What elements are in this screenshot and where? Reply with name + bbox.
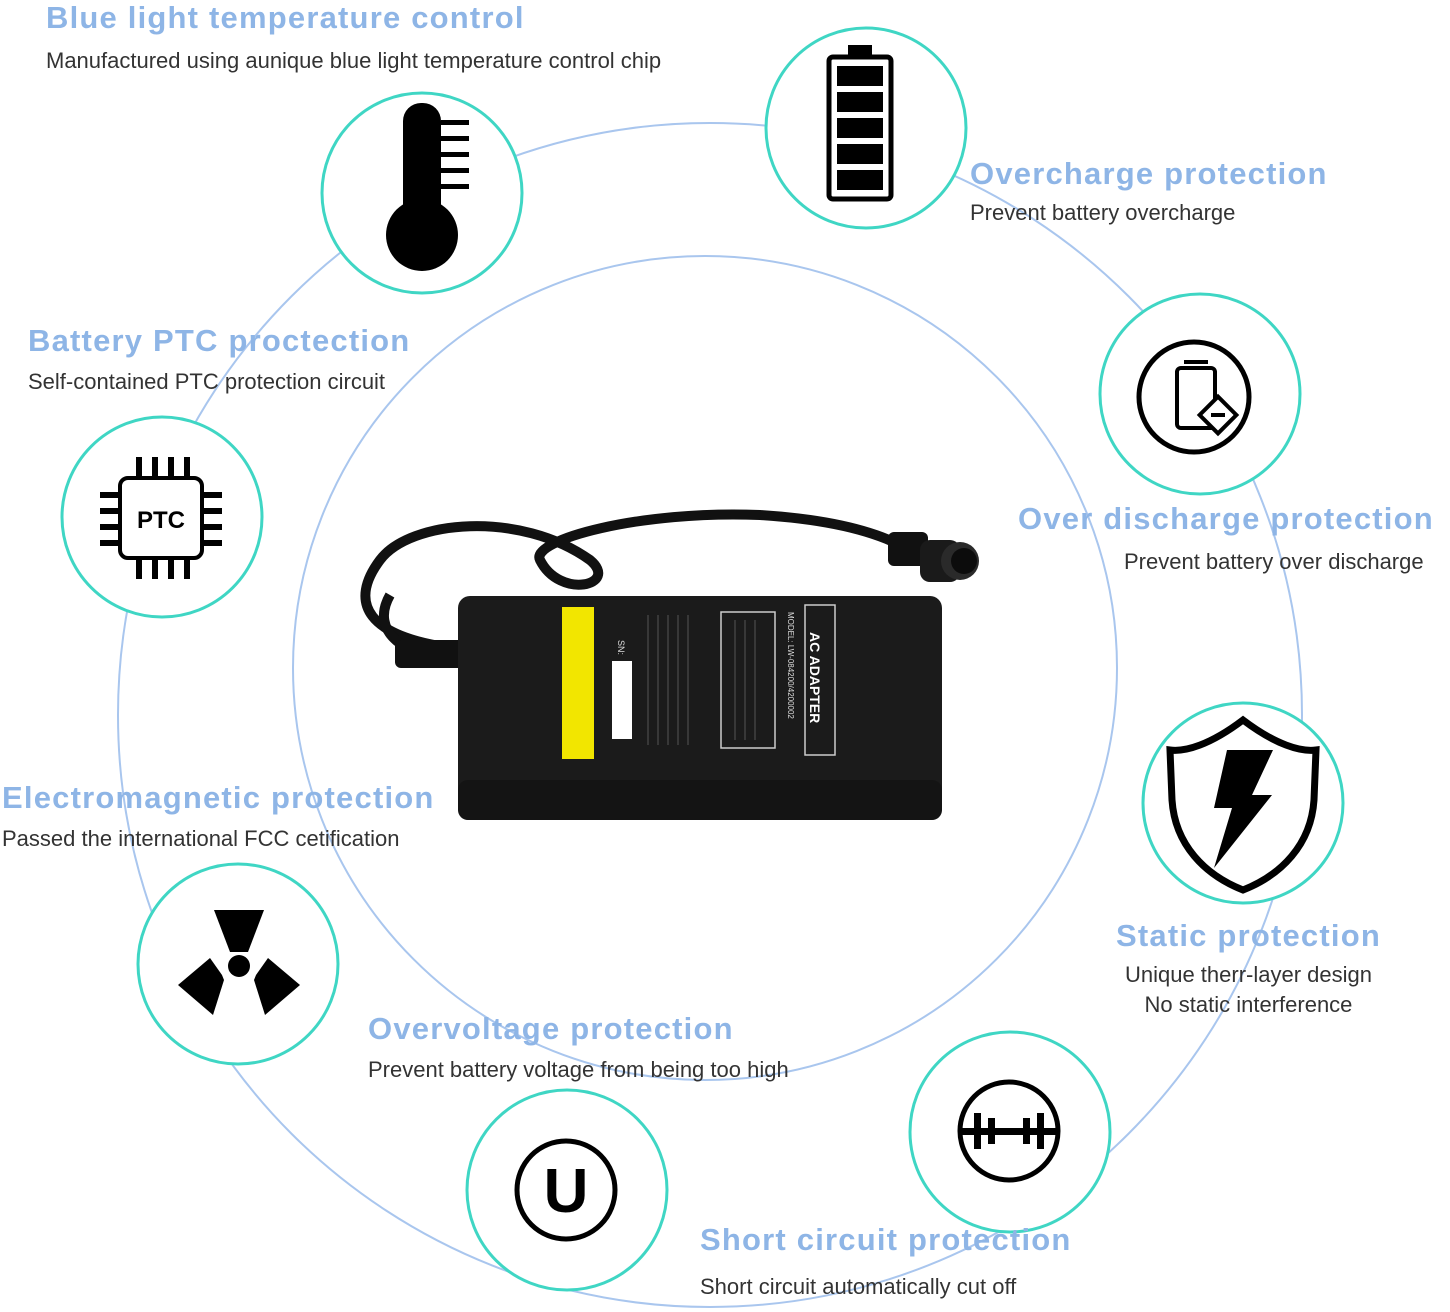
ptc-chip-icon: PTC (100, 457, 222, 579)
feature-overcharge: Overcharge protection Prevent battery ov… (970, 156, 1328, 228)
feature-description: Prevent battery voltage from being too h… (368, 1057, 789, 1082)
feature-short-circuit: Short circuit protection Short circuit a… (700, 1222, 1072, 1302)
feature-title: Overcharge protection (970, 156, 1328, 191)
feature-title: Overvoltage protection (368, 1011, 734, 1046)
u-circle-icon: U (514, 1138, 618, 1242)
ac-adapter-image: AC ADAPTER MODEL: LW-084200/4200002 SN: (360, 509, 979, 820)
inner-orbit (292, 255, 1118, 1081)
adapter-model: MODEL: LW-084200/4200002 (786, 612, 795, 719)
chip-label: PTC (137, 507, 185, 534)
thermometer-icon (386, 103, 469, 271)
feature-title: Short circuit protection (700, 1222, 1072, 1257)
svg-text:U: U (544, 1157, 589, 1226)
feature-title: Electromagnetic protection (2, 780, 435, 815)
shield-lightning-icon (1166, 715, 1320, 894)
feature-description-line-2: No static interference (1144, 992, 1353, 1017)
battery-discharge-ring (1098, 292, 1302, 496)
feature-battery-ptc: Battery PTC proctection Self-contained P… (28, 323, 410, 397)
feature-title: Over discharge protection (1018, 501, 1434, 536)
outer-orbit (117, 122, 1303, 1308)
feature-description: Prevent battery over discharge (1124, 549, 1424, 574)
feature-description: Passed the international FCC cetificatio… (2, 826, 400, 851)
feature-description: Self-contained PTC protection circuit (28, 369, 386, 394)
feature-description: Short circuit automatically cut off (700, 1274, 1017, 1299)
feature-over-discharge: Over discharge protection Prevent batter… (1018, 501, 1434, 577)
adapter-sn-label: SN: (616, 640, 626, 655)
feature-title: Static protection (1116, 918, 1381, 953)
feature-electromagnetic: Electromagnetic protection Passed the in… (2, 780, 435, 854)
feature-overvoltage: Overvoltage protection Prevent battery v… (368, 1011, 789, 1085)
feature-title: Blue light temperature control (46, 0, 525, 35)
radiation-icon (178, 910, 300, 1015)
feature-blue-light: Blue light temperature control Manufactu… (46, 0, 661, 76)
battery-discharge-icon (1136, 339, 1252, 455)
adapter-name: AC ADAPTER (807, 632, 823, 723)
feature-static: Static protection Unique therr-layer des… (1116, 918, 1381, 1020)
resistor-circle-icon (957, 1079, 1061, 1183)
feature-title: Battery PTC proctection (28, 323, 411, 358)
u-ring (465, 1088, 669, 1292)
feature-description: Unique therr-layer design (1124, 962, 1372, 987)
feature-description: Manufactured using aunique blue light te… (46, 48, 662, 73)
battery-icon (826, 45, 894, 202)
feature-description: Prevent battery overcharge (970, 200, 1236, 225)
